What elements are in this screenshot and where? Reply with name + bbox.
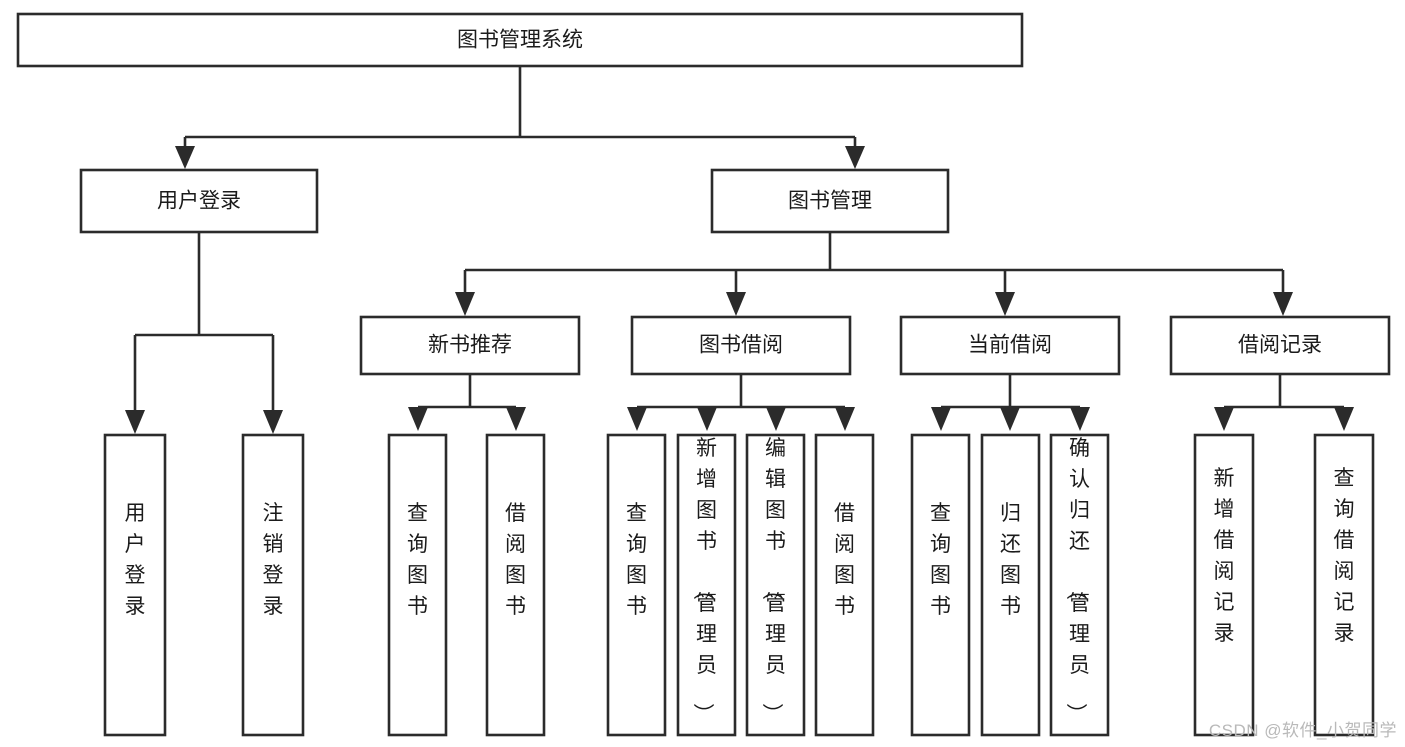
csdn-watermark: CSDN @软件_小贺同学 [1208, 721, 1397, 740]
borrow-records-label: 借阅记录 [1238, 334, 1322, 357]
arrowhead-root-to-user-login [175, 146, 195, 169]
arrowhead-userlogin-to-login [125, 410, 145, 434]
leaf-box[interactable] [241, 433, 305, 737]
new-book-recommend-box[interactable] [359, 315, 581, 376]
user-login-label: 用户登录 [157, 190, 241, 213]
leaf-label: 查询图书 [930, 502, 951, 618]
edge-group-book-borrow [627, 374, 855, 431]
node-user-login[interactable]: 用户登录 [79, 168, 319, 234]
arrowhead-current-to-return [1000, 407, 1020, 431]
leaf-label: 借阅图书 [834, 502, 855, 618]
edge-group-user-login [125, 232, 283, 434]
arrowhead-current-to-query [931, 407, 951, 431]
leaf-add-book-admin[interactable]: 新增图书（管理员） [676, 433, 737, 737]
leaf-box[interactable] [814, 433, 875, 737]
book-management-box[interactable] [710, 168, 950, 234]
leaf-label: 查询图书 [626, 502, 647, 618]
leaf-label: 确认归还（管理员） [1064, 437, 1090, 724]
borrow-records-box[interactable] [1169, 315, 1391, 376]
leaf-confirm-return-admin[interactable]: 确认归还（管理员） [1049, 433, 1110, 737]
arrowhead-root-to-book-mgmt [845, 146, 865, 169]
leaf-box[interactable] [103, 433, 167, 737]
node-root-system[interactable]: 图书管理系统 [16, 12, 1024, 68]
leaf-label: 归还图书 [1000, 502, 1021, 618]
root-box[interactable] [16, 12, 1024, 68]
book-borrow-box[interactable] [630, 315, 852, 376]
leaf-label: 用户登录 [125, 502, 146, 618]
leaf-label: 新增图书（管理员） [691, 437, 717, 724]
leaf-box[interactable] [1313, 433, 1375, 737]
leaf-box[interactable] [676, 433, 737, 737]
arrowhead-bookmgmt-to-records [1273, 292, 1293, 316]
leaf-query-book-newbook[interactable]: 查询图书 [387, 433, 448, 737]
edge-group-current-borrow [931, 374, 1090, 431]
leaf-box[interactable] [745, 433, 806, 737]
node-borrow-records[interactable]: 借阅记录 [1169, 315, 1391, 376]
arrowhead-bookmgmt-to-current [995, 292, 1015, 316]
arrowhead-records-to-query [1334, 407, 1354, 431]
edge-group-new-book [408, 374, 526, 431]
leaf-box[interactable] [606, 433, 667, 737]
node-book-management[interactable]: 图书管理 [710, 168, 950, 234]
edge-group-borrow-records [1214, 374, 1354, 431]
leaf-query-borrow-record[interactable]: 查询借阅记录 [1313, 433, 1375, 737]
leaf-box[interactable] [485, 433, 546, 737]
leaf-label: 借阅图书 [505, 502, 526, 618]
leaf-box[interactable] [1193, 433, 1255, 737]
leaf-label: 查询图书 [407, 502, 428, 618]
leaf-borrow-book-newbook[interactable]: 借阅图书 [485, 433, 546, 737]
leaf-box[interactable] [910, 433, 971, 737]
edge-group-book-mgmt [455, 232, 1293, 316]
leaf-label: 查询借阅记录 [1334, 467, 1355, 645]
arrowhead-borrow-to-borrowbook [835, 407, 855, 431]
leaf-label: 注销登录 [263, 502, 284, 618]
arrowhead-userlogin-to-logout [263, 410, 283, 434]
arrowhead-bookmgmt-to-newbook [455, 292, 475, 316]
arrowhead-borrow-to-query [627, 407, 647, 431]
leaf-box[interactable] [387, 433, 448, 737]
arrowhead-newbook-to-borrow [506, 407, 526, 431]
arrowhead-bookmgmt-to-borrow [726, 292, 746, 316]
root-label: 图书管理系统 [457, 29, 583, 52]
leaf-user-login[interactable]: 用户登录 [103, 433, 167, 737]
arrowhead-borrow-to-edit [766, 407, 786, 431]
leaf-label: 编辑图书（管理员） [760, 437, 786, 724]
arrowhead-borrow-to-add [697, 407, 717, 431]
leaf-query-book-borrow[interactable]: 查询图书 [606, 433, 667, 737]
book-borrow-label: 图书借阅 [699, 334, 783, 357]
edge-group-root [175, 66, 865, 169]
node-current-borrow[interactable]: 当前借阅 [899, 315, 1121, 376]
leaf-edit-book-admin[interactable]: 编辑图书（管理员） [745, 433, 806, 737]
leaf-box[interactable] [980, 433, 1041, 737]
arrowhead-newbook-to-query [408, 407, 428, 431]
leaf-user-logout[interactable]: 注销登录 [241, 433, 305, 737]
leaf-borrow-book[interactable]: 借阅图书 [814, 433, 875, 737]
leaf-add-borrow-record[interactable]: 新增借阅记录 [1193, 433, 1255, 737]
arrowhead-current-to-confirm [1070, 407, 1090, 431]
current-borrow-label: 当前借阅 [968, 334, 1052, 357]
arrowhead-records-to-add [1214, 407, 1234, 431]
node-new-book-recommend[interactable]: 新书推荐 [359, 315, 581, 376]
leaf-box[interactable] [1049, 433, 1110, 737]
leaf-return-book[interactable]: 归还图书 [980, 433, 1041, 737]
node-book-borrow[interactable]: 图书借阅 [630, 315, 852, 376]
current-borrow-box[interactable] [899, 315, 1121, 376]
leaf-query-book-current[interactable]: 查询图书 [910, 433, 971, 737]
leaf-label: 新增借阅记录 [1214, 467, 1235, 645]
book-management-label: 图书管理 [788, 190, 872, 213]
new-book-recommend-label: 新书推荐 [428, 334, 512, 357]
user-login-box[interactable] [79, 168, 319, 234]
